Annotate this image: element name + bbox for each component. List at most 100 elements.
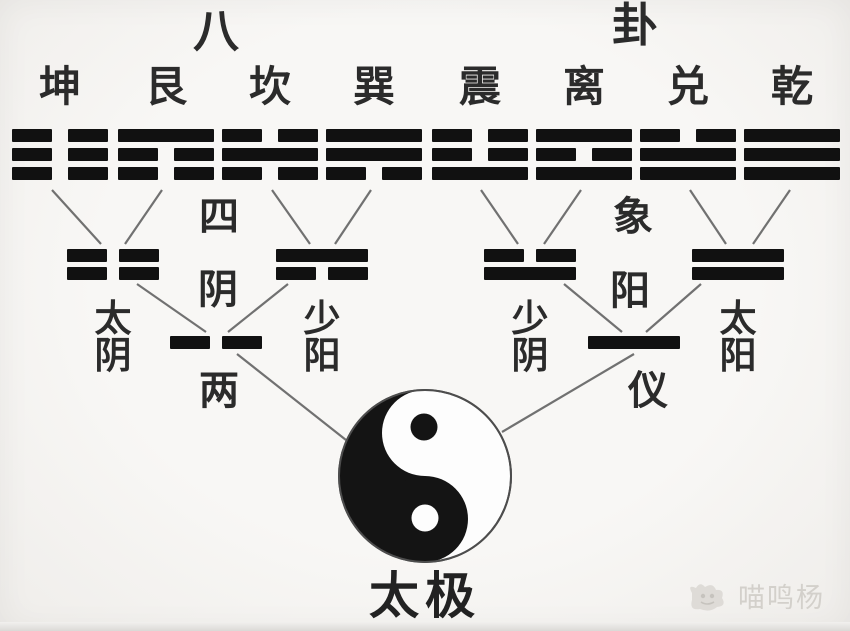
digram-symbol-shaoyang bbox=[276, 249, 368, 285]
yao-segment bbox=[488, 148, 528, 161]
yin-yao-line bbox=[222, 129, 318, 142]
digram-label-taiyang: 太 阳 bbox=[716, 300, 760, 374]
yin-yao-line bbox=[432, 148, 528, 161]
two-forms-label-left: 两 bbox=[199, 369, 239, 413]
digram-symbol-taiyin bbox=[67, 249, 159, 285]
yin-yao-line bbox=[118, 148, 214, 161]
yao-segment bbox=[326, 167, 366, 180]
watermark-text: 喵鸣杨 bbox=[738, 583, 825, 613]
digram-symbol-taiyang bbox=[692, 249, 784, 285]
yao-segment bbox=[536, 148, 576, 161]
four-images-label-left: 四 bbox=[199, 195, 239, 239]
trigram-symbol-xun bbox=[326, 129, 422, 180]
yao-segment bbox=[432, 148, 472, 161]
trigram-column-gen: 艮 bbox=[118, 64, 214, 186]
yao-segment bbox=[119, 249, 159, 262]
trigram-column-li: 离 bbox=[536, 64, 632, 186]
yang-yao-line bbox=[692, 267, 784, 280]
taiji-black-dot bbox=[410, 413, 438, 441]
connector-line bbox=[645, 283, 702, 333]
yang-yao-line bbox=[276, 249, 368, 262]
yang-yao-line bbox=[118, 129, 214, 142]
trigram-symbol-kun bbox=[12, 129, 108, 180]
yin-label: 阴 bbox=[198, 268, 238, 312]
yao-segment bbox=[68, 167, 108, 180]
yao-segment bbox=[174, 148, 214, 161]
trigram-column-kun: 坤 bbox=[12, 64, 108, 186]
trigram-symbol-qian bbox=[744, 129, 840, 180]
yang-yao-line bbox=[326, 148, 422, 161]
yang-yao-line bbox=[484, 267, 576, 280]
yang-yao-line bbox=[222, 148, 318, 161]
yao-segment bbox=[118, 167, 158, 180]
trigram-column-qian: 乾 bbox=[744, 64, 840, 186]
digram-label-char: 太 bbox=[94, 298, 132, 339]
digram-label-shaoyang: 少 阳 bbox=[300, 300, 344, 374]
bottom-edge bbox=[0, 622, 850, 631]
yao-segment bbox=[68, 148, 108, 161]
yin-yao-line bbox=[640, 129, 736, 142]
connector-line bbox=[271, 189, 311, 245]
digram-label-char: 太 bbox=[719, 298, 757, 339]
digram-symbol-shaoyin bbox=[484, 249, 576, 285]
trigram-symbol-gen bbox=[118, 129, 214, 180]
yin-yao-line bbox=[12, 148, 108, 161]
connector-line bbox=[334, 189, 372, 245]
connector-line bbox=[752, 189, 791, 245]
yang-yao-line bbox=[692, 249, 784, 262]
yin-yao-line bbox=[484, 249, 576, 262]
yao-segment bbox=[119, 267, 159, 280]
trigram-symbol-dui bbox=[640, 129, 736, 180]
yao-segment bbox=[484, 249, 524, 262]
yin-yao-line bbox=[536, 148, 632, 161]
cat-face-icon bbox=[690, 583, 724, 611]
trigram-column-zhen: 震 bbox=[432, 64, 528, 186]
yao-segment bbox=[536, 249, 576, 262]
digram-label-char: 少 bbox=[303, 298, 341, 339]
yao-segment bbox=[174, 167, 214, 180]
yao-segment bbox=[488, 129, 528, 142]
yang-yao-line bbox=[640, 148, 736, 161]
connector-line bbox=[51, 189, 102, 245]
two-forms-label-right: 仪 bbox=[628, 369, 668, 413]
digram-label-taiyin: 太 阴 bbox=[91, 300, 135, 374]
digram-label-char: 阳 bbox=[719, 335, 757, 376]
yang-yao-line bbox=[536, 167, 632, 180]
two-forms-yang-line bbox=[588, 336, 680, 349]
four-images-label-right: 象 bbox=[613, 195, 653, 239]
yao-segment bbox=[68, 129, 108, 142]
yin-yao-line bbox=[276, 267, 368, 280]
trigram-name-zhen: 震 bbox=[458, 63, 501, 110]
yao-segment bbox=[382, 167, 422, 180]
yin-yao-line bbox=[432, 129, 528, 142]
yao-segment bbox=[67, 249, 107, 262]
title-char-ba: 八 bbox=[193, 5, 239, 57]
connector-line bbox=[543, 189, 582, 245]
yao-segment bbox=[222, 336, 262, 349]
taiji-symbol bbox=[338, 389, 512, 563]
trigram-column-kan: 坎 bbox=[222, 64, 318, 186]
trigram-column-dui: 兑 bbox=[640, 64, 736, 186]
taiji-white-dot bbox=[411, 504, 439, 532]
connector-line bbox=[124, 189, 163, 245]
digram-label-char: 阴 bbox=[511, 335, 549, 376]
yao-segment bbox=[696, 129, 736, 142]
yin-yao-line bbox=[118, 167, 214, 180]
yao-segment bbox=[118, 148, 158, 161]
yao-segment bbox=[432, 129, 472, 142]
digram-label-char: 阳 bbox=[303, 335, 341, 376]
trigram-column-xun: 巽 bbox=[326, 64, 422, 186]
yao-segment bbox=[12, 167, 52, 180]
yang-yao-line bbox=[640, 167, 736, 180]
yin-yao-line bbox=[67, 249, 159, 262]
yao-segment bbox=[222, 129, 262, 142]
yin-yao-line bbox=[222, 167, 318, 180]
yang-yao-line bbox=[326, 129, 422, 142]
yao-segment bbox=[592, 148, 632, 161]
yao-segment bbox=[328, 267, 368, 280]
connector-lines bbox=[51, 189, 791, 441]
yin-yao-line bbox=[170, 336, 262, 349]
yin-yao-line bbox=[12, 167, 108, 180]
yang-yao-line bbox=[588, 336, 680, 349]
